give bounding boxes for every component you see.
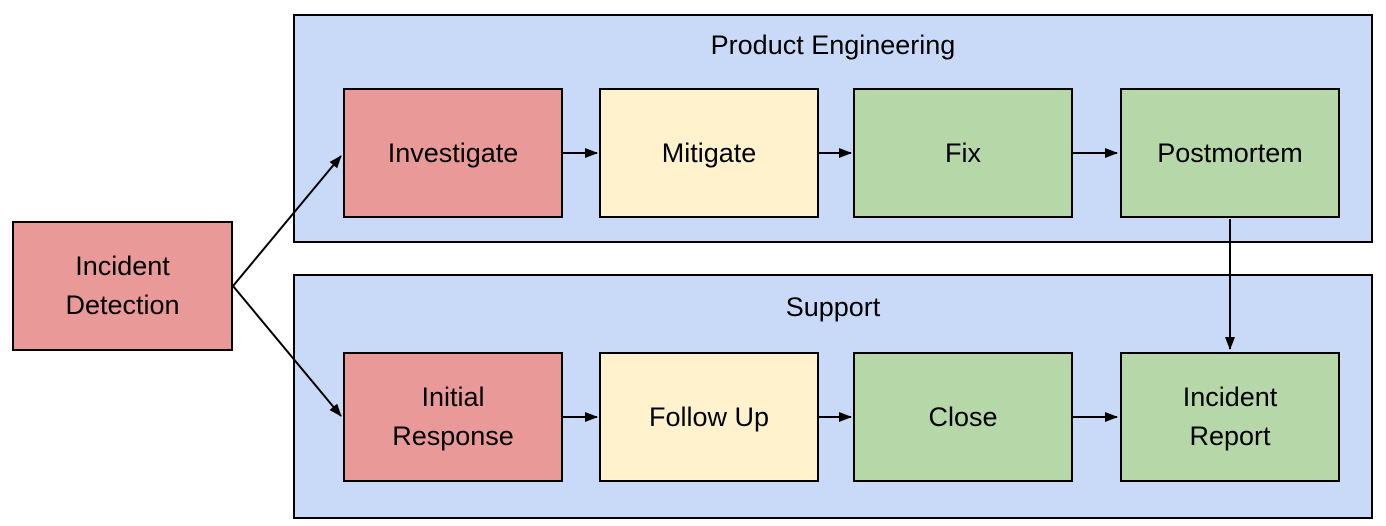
- group-title-support: Support: [785, 292, 881, 322]
- node-incident-detection[interactable]: Incident Detection: [12, 221, 233, 351]
- node-label: Follow Up: [648, 401, 770, 432]
- node-label: Incident Report: [1182, 382, 1278, 451]
- node-label: Mitigate: [661, 137, 757, 168]
- node-follow-up[interactable]: Follow Up: [599, 352, 819, 482]
- node-close[interactable]: Close: [853, 352, 1073, 482]
- node-label: Investigate: [387, 137, 519, 168]
- node-fix[interactable]: Fix: [853, 88, 1073, 218]
- node-postmortem[interactable]: Postmortem: [1120, 88, 1340, 218]
- node-label: Close: [928, 401, 998, 432]
- node-label: Postmortem: [1157, 137, 1303, 168]
- node-label: Initial Response: [392, 382, 514, 451]
- node-incident-report[interactable]: Incident Report: [1120, 352, 1340, 482]
- node-label: Fix: [945, 137, 981, 168]
- group-title-product-engineering: Product Engineering: [710, 30, 956, 60]
- node-label: Incident Detection: [65, 251, 180, 320]
- node-mitigate[interactable]: Mitigate: [599, 88, 819, 218]
- node-investigate[interactable]: Investigate: [343, 88, 563, 218]
- node-initial-response[interactable]: Initial Response: [343, 352, 563, 482]
